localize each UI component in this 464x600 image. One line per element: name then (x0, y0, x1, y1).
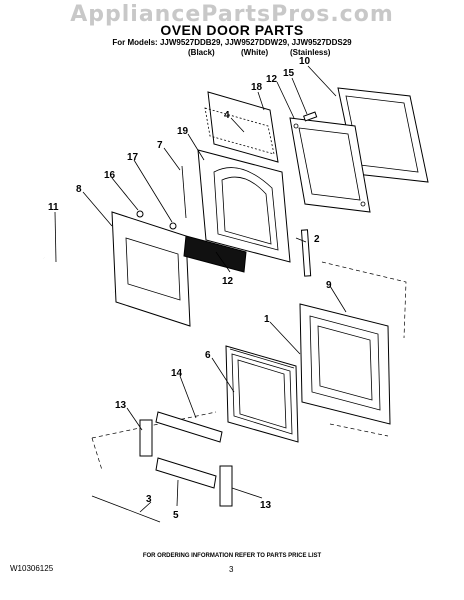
page-title: OVEN DOOR PARTS (160, 22, 304, 38)
callout-8: 8 (76, 184, 82, 195)
part-12-glass-frame (289, 117, 371, 213)
part-2-bracket (300, 229, 312, 277)
part-19-door-liner (197, 149, 291, 263)
ordering-info-footer: FOR ORDERING INFORMATION REFER TO PARTS … (142, 553, 322, 559)
callout-10: 10 (299, 56, 311, 67)
callout-9: 9 (326, 280, 332, 291)
part-6-glass-pack (225, 345, 299, 443)
callout-7: 7 (157, 140, 163, 151)
part-1-inner-door (299, 303, 391, 425)
callout-16: 16 (104, 170, 116, 181)
part-11-handle (43, 257, 115, 293)
callout-12-middle: 12 (222, 276, 234, 287)
part-16-screw (136, 210, 144, 218)
part-13-block-right (219, 465, 233, 507)
page-number: 3 (229, 565, 234, 574)
leader-lines (54, 65, 347, 513)
finish-white: (White) (241, 48, 269, 57)
callout-15: 15 (283, 68, 295, 79)
callout-13-right: 13 (260, 500, 272, 511)
part-9-gasket (321, 261, 407, 339)
part-3-trim (91, 495, 161, 523)
finish-stainless: (Stainless) (290, 48, 331, 57)
part-15-clip (303, 111, 318, 122)
callout-3: 3 (146, 494, 152, 505)
part-7-rod (181, 165, 187, 219)
callout-14: 14 (171, 368, 183, 379)
finish-black: (Black) (188, 48, 215, 57)
callout-12-top: 12 (266, 74, 278, 85)
callout-1: 1 (264, 314, 270, 325)
watermark: AppliancePartsPros.com (70, 2, 394, 27)
part-5-block (155, 457, 217, 489)
callout-19: 19 (177, 126, 189, 137)
callout-18: 18 (251, 82, 263, 93)
callout-13-left: 13 (115, 400, 127, 411)
part-17-screw (169, 222, 177, 230)
part-14-block (155, 411, 223, 443)
callout-6: 6 (205, 350, 211, 361)
models-line: For Models: JJW9527DDB29, JJW9527DDW29, … (112, 38, 352, 47)
callout-2: 2 (314, 234, 320, 245)
callout-11: 11 (48, 202, 59, 213)
callout-17: 17 (127, 152, 139, 163)
part-12-strip (183, 235, 247, 273)
part-18-insulation-panel (204, 91, 279, 163)
callout-4: 4 (224, 110, 230, 121)
part-8-outer-door (111, 211, 191, 327)
part-13-block-left (139, 419, 153, 457)
callout-5: 5 (173, 510, 179, 521)
document-number: W10306125 (10, 564, 54, 573)
